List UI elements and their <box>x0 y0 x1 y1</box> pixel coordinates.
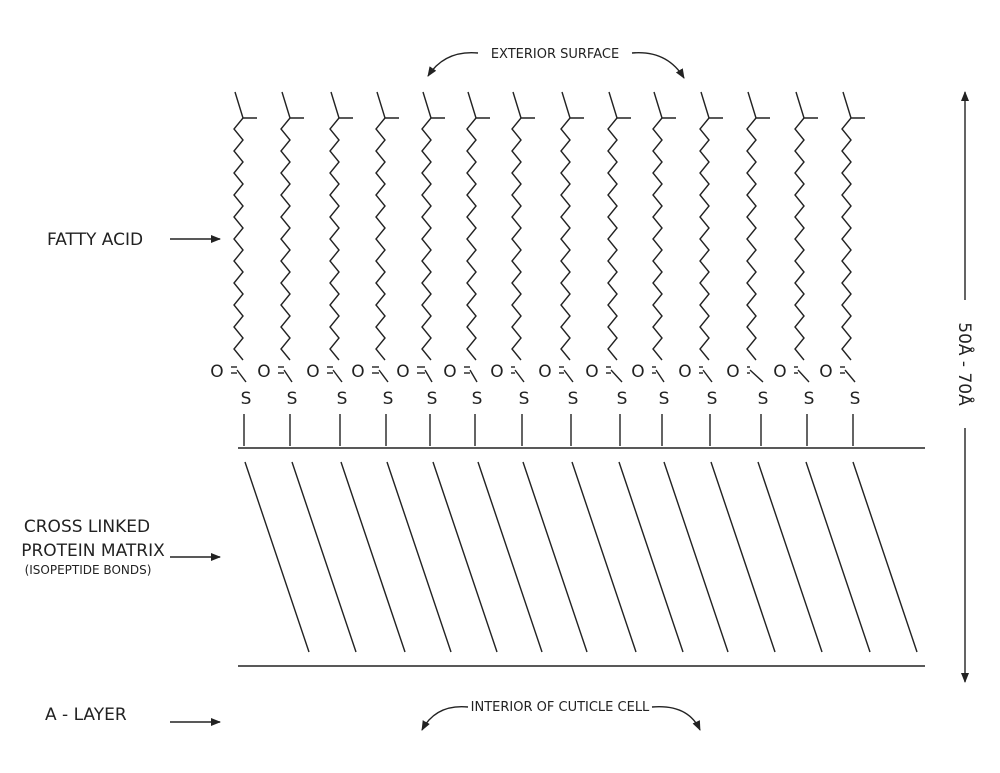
sulfur-atom: S <box>427 389 438 409</box>
carbon-sulfur-bond <box>563 369 574 383</box>
interior-arrow-right <box>651 706 701 731</box>
hydrocarbon-chain <box>607 91 631 361</box>
carbon-sulfur-bond <box>797 369 810 383</box>
sulfur-atom: S <box>241 389 252 409</box>
protein-crosslink-line <box>757 461 823 653</box>
fatty-acid-chain: OS <box>538 91 584 446</box>
carbon-sulfur-bond <box>283 369 293 383</box>
fatty-acid-chain: OS <box>678 91 723 446</box>
protein-crosslink-line <box>710 461 776 653</box>
oxygen-atom: O <box>490 362 503 382</box>
carbon-sulfur-bond <box>332 369 343 383</box>
protein-crosslink-line <box>571 461 637 653</box>
carbon-sulfur-bond <box>844 369 856 383</box>
fatty-acid-chain: OS <box>396 91 445 446</box>
sulfur-atom: S <box>617 389 628 409</box>
sulfur-atom: S <box>758 389 769 409</box>
sulfur-atom: S <box>659 389 670 409</box>
fatty-acid-chain: OS <box>351 91 399 446</box>
oxygen-atom: O <box>306 362 319 382</box>
oxygen-atom: O <box>773 362 786 382</box>
protein-crosslink-line <box>852 461 918 653</box>
hydrocarbon-chain <box>375 91 399 361</box>
hydrocarbon-chain <box>841 91 865 361</box>
fatty-acid-chain: OS <box>443 91 490 446</box>
carbon-sulfur-bond <box>236 369 247 383</box>
hydrocarbon-chain <box>329 91 353 361</box>
fatty-acid-label: FATTY ACID <box>47 230 143 250</box>
fatty-acid-chain: OS <box>306 91 353 446</box>
hydrocarbon-chain <box>746 91 770 361</box>
thickness-label: 50Å - 70Å <box>954 322 976 406</box>
sulfur-atom: S <box>519 389 530 409</box>
fatty-acid-chain: OS <box>490 91 535 446</box>
sulfur-atom: S <box>472 389 483 409</box>
hydrocarbon-chain <box>794 91 818 361</box>
sulfur-atom: S <box>568 389 579 409</box>
hydrocarbon-chain <box>466 91 490 361</box>
exterior-surface-label: EXTERIOR SURFACE <box>491 47 619 62</box>
sulfur-atom: S <box>337 389 348 409</box>
oxygen-atom: O <box>396 362 409 382</box>
protein-crosslink-line <box>477 461 543 653</box>
protein-crosslink-line <box>386 461 452 653</box>
carbon-sulfur-bond <box>378 369 389 383</box>
hydrocarbon-chain <box>699 91 723 361</box>
oxygen-atom: O <box>210 362 223 382</box>
exterior-arrow-left <box>427 52 479 77</box>
sulfur-atom: S <box>287 389 298 409</box>
protein-crosslink-line <box>244 461 310 653</box>
interior-label: INTERIOR OF CUTICLE CELL <box>471 700 650 715</box>
fatty-acid-chain: OS <box>210 91 257 446</box>
carbon-sulfur-bond <box>610 369 623 383</box>
interior-arrow-left <box>421 706 469 731</box>
carbon-sulfur-bond <box>749 369 764 383</box>
cross-linked-label: CROSS LINKED <box>24 517 150 537</box>
carbon-sulfur-bond <box>514 369 525 383</box>
sulfur-atom: S <box>707 389 718 409</box>
fatty-acid-chain: OS <box>726 91 770 446</box>
protein-crosslink-line <box>432 461 498 653</box>
fatty-acid-chain: OS <box>819 91 865 446</box>
carbon-sulfur-bond <box>424 369 433 383</box>
protein-crosslink-line <box>522 461 588 653</box>
protein-matrix-label: PROTEIN MATRIX <box>21 541 165 561</box>
fatty-acid-chain: OS <box>585 91 631 446</box>
protein-crosslink-line <box>618 461 684 653</box>
oxygen-atom: O <box>257 362 270 382</box>
fatty-acid-chain: OS <box>257 91 304 446</box>
protein-crosslink-line <box>805 461 871 653</box>
hydrocarbon-chain <box>652 91 676 361</box>
protein-crosslink-line <box>663 461 729 653</box>
sulfur-atom: S <box>383 389 394 409</box>
oxygen-atom: O <box>585 362 598 382</box>
hydrocarbon-chain <box>560 91 584 361</box>
a-layer-label: A - LAYER <box>45 705 127 725</box>
protein-crosslink-line <box>291 461 357 653</box>
carbon-sulfur-bond <box>655 369 665 383</box>
carbon-sulfur-bond <box>469 369 478 383</box>
oxygen-atom: O <box>351 362 364 382</box>
oxygen-atom: O <box>538 362 551 382</box>
sulfur-atom: S <box>850 389 861 409</box>
hydrocarbon-chain <box>233 91 257 361</box>
protein-matrix <box>244 461 918 653</box>
oxygen-atom: O <box>819 362 832 382</box>
oxygen-atom: O <box>726 362 739 382</box>
isopeptide-bonds-label: (ISOPEPTIDE BONDS) <box>25 563 152 577</box>
fatty-acid-chain: OS <box>631 91 676 446</box>
protein-crosslink-line <box>340 461 406 653</box>
oxygen-atom: O <box>443 362 456 382</box>
hydrocarbon-chain <box>511 91 535 361</box>
oxygen-atom: O <box>678 362 691 382</box>
carbon-sulfur-bond <box>702 369 713 383</box>
hydrocarbon-chain <box>280 91 304 361</box>
fatty-acid-chain: OS <box>773 91 818 446</box>
exterior-arrow-right <box>631 52 685 79</box>
oxygen-atom: O <box>631 362 644 382</box>
hydrocarbon-chain <box>421 91 445 361</box>
sulfur-atom: S <box>804 389 815 409</box>
